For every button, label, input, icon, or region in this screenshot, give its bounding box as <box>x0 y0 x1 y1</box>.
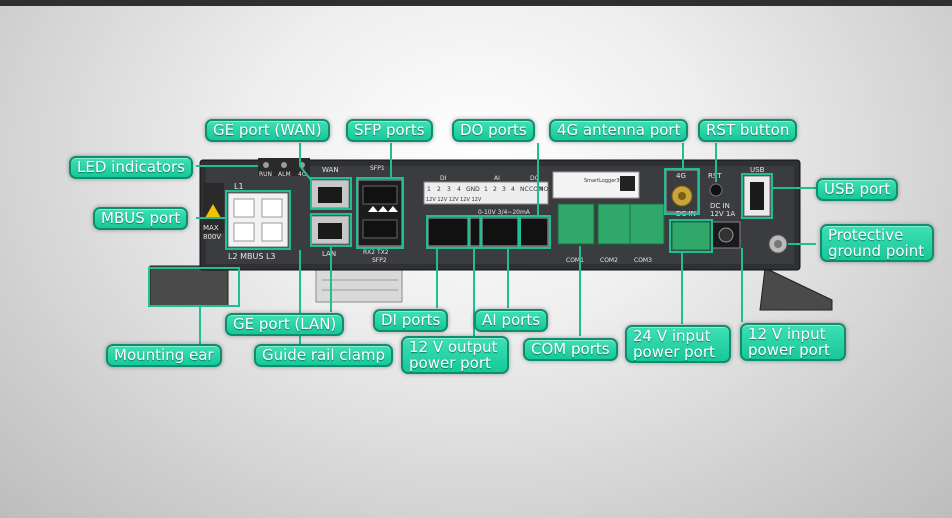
svg-text:COM: COM <box>529 186 543 193</box>
callout-mbus-port: MBUS port <box>93 207 189 230</box>
svg-text:4G: 4G <box>676 172 686 180</box>
svg-text:SmartLogger3000: SmartLogger3000 <box>584 178 629 184</box>
svg-text:L2 MBUS L3: L2 MBUS L3 <box>228 252 276 261</box>
callout-di-ports: DI ports <box>373 309 449 332</box>
led-label-alm: ALM <box>278 171 291 178</box>
svg-text:L1: L1 <box>234 182 244 191</box>
svg-text:DO: DO <box>530 175 540 182</box>
callout-ge-lan: GE port (LAN) <box>225 313 345 336</box>
svg-text:COM1: COM1 <box>566 257 584 264</box>
svg-text:0-10V 3/4~20mA: 0-10V 3/4~20mA <box>478 209 531 216</box>
callout-mounting-ear: Mounting ear <box>106 344 222 367</box>
callout-ai-ports: AI ports <box>474 309 549 332</box>
protective-ground-point <box>768 234 788 254</box>
svg-text:DC IN: DC IN <box>710 202 730 210</box>
led-indicators: RUN ALM 4G <box>258 158 310 178</box>
svg-text:2: 2 <box>493 186 497 193</box>
svg-text:COM2: COM2 <box>600 257 618 264</box>
svg-text:NO: NO <box>539 186 548 193</box>
callout-do-ports: DO ports <box>452 119 535 142</box>
top-border <box>0 0 952 6</box>
svg-text:RX2 TX2: RX2 TX2 <box>363 249 389 256</box>
callout-4g-antenna: 4G antenna port <box>549 119 689 142</box>
svg-text:LAN: LAN <box>322 250 336 258</box>
callout-guide-rail-clamp: Guide rail clamp <box>254 344 394 367</box>
callout-12v-input: 12 V input power port <box>740 323 846 361</box>
svg-text:4: 4 <box>511 186 515 193</box>
callout-ge-wan: GE port (WAN) <box>205 119 330 142</box>
guide-rail-clamp <box>315 269 403 303</box>
callout-com-ports: COM ports <box>523 338 618 361</box>
svg-text:COM3: COM3 <box>634 257 652 264</box>
svg-text:1: 1 <box>427 186 431 193</box>
svg-text:AI: AI <box>494 175 500 182</box>
svg-text:SFP1: SFP1 <box>370 165 385 172</box>
leader-lines <box>148 143 816 344</box>
svg-text:2: 2 <box>437 186 441 193</box>
mounting-ear-right <box>759 267 833 311</box>
usb-port: USB <box>743 166 771 217</box>
svg-text:4: 4 <box>457 186 461 193</box>
svg-text:USB: USB <box>750 166 765 174</box>
sfp-ports: SFP1 RX2 TX2 SFP2 <box>357 165 403 264</box>
callout-rst-button: RST button <box>698 119 798 142</box>
com-ports: COM1 COM2 COM3 <box>557 203 665 264</box>
ge-ports: WAN LAN <box>310 166 350 258</box>
svg-text:3: 3 <box>502 186 506 193</box>
svg-text:1: 1 <box>484 186 488 193</box>
svg-text:12V 1A: 12V 1A <box>710 210 735 218</box>
callout-led-indicators: LED indicators <box>69 156 193 179</box>
callout-usb-port: USB port <box>816 178 899 201</box>
signal-terminals: DI AI DO 1 2 3 4 GND 1 2 3 4 NC COM NO 1… <box>423 175 549 247</box>
svg-text:WAN: WAN <box>322 166 339 174</box>
svg-text:GND: GND <box>466 186 480 193</box>
svg-text:NC: NC <box>520 186 529 193</box>
mounting-ear-left <box>149 265 229 307</box>
product-label: SmartLogger3000 <box>552 171 640 199</box>
svg-text:DI: DI <box>440 175 447 182</box>
callout-sfp-ports: SFP ports <box>346 119 433 142</box>
svg-text:800V: 800V <box>203 233 221 241</box>
svg-text:MAX: MAX <box>203 224 219 232</box>
led-label-4g: 4G <box>298 171 307 178</box>
led-label-run: RUN <box>259 171 272 178</box>
svg-text:12V 12V 12V 12V 12V: 12V 12V 12V 12V 12V <box>426 197 482 203</box>
callout-24v-input: 24 V input power port <box>625 325 731 363</box>
svg-text:SFP2: SFP2 <box>372 257 387 264</box>
callout-protective-ground: Protective ground point <box>820 224 934 262</box>
callout-12v-output: 12 V output power port <box>401 336 509 374</box>
svg-text:3: 3 <box>447 186 451 193</box>
mbus-port: L1 MAX 800V L2 MBUS L3 <box>203 182 289 261</box>
